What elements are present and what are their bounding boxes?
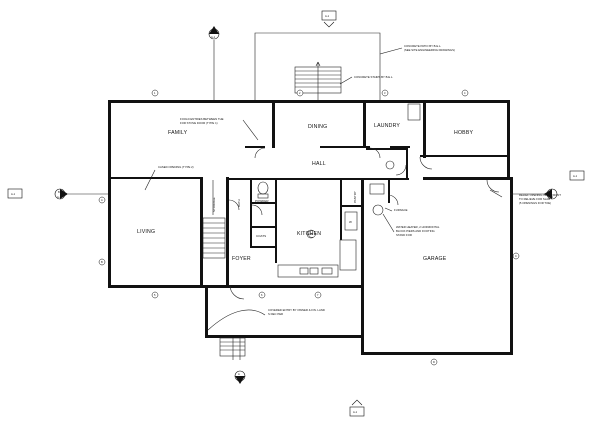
svg-text:B: B [550,190,552,194]
note-furnace: FURNACE [394,208,408,212]
svg-text:6: 6 [261,293,263,297]
section-marker-right: B A-1 [544,188,558,200]
room-family: FAMILY [168,130,188,136]
room-living: LIVING [137,229,155,235]
svg-text:A-1: A-1 [353,410,358,414]
svg-text:B: B [101,260,103,264]
room-foyer: FOYER [232,256,251,262]
svg-text:A-1: A-1 [237,377,242,381]
note-family-2: FOR STOVE DOOR (TYPE 1) [180,121,218,125]
note-entry-1: COVERED ENTRY BY OWNER & FIN. LAND [268,308,325,312]
svg-text:B: B [58,190,60,194]
note-water-3: STAND FOR [396,233,412,237]
section-marker-top-left: A A-1 [208,26,220,40]
svg-text:C: C [515,254,517,258]
elevation-tag-right: A-1 [569,170,585,181]
kitchen-island-tag [308,230,316,238]
svg-text:A: A [101,198,103,202]
svg-text:A-1: A-1 [549,195,554,199]
svg-text:5: 5 [154,293,156,297]
room-coats: COATS [256,234,266,238]
svg-text:4: 4 [464,91,466,95]
kitchen-tag-text: AA [309,232,313,236]
room-dining: DINING [308,124,327,130]
room-hobby: HOBBY [454,130,474,136]
note-garage-1: RELIEF OPENING IN TO FRONT [519,193,561,197]
note-cased-opening: CASED OPENING (TYPE 2) [158,165,194,169]
room-bath: BATH [237,199,241,207]
room-garage: GARAGE [423,256,447,262]
svg-text:A-1: A-1 [11,192,16,196]
elevation-tag-left: A-1 [7,188,23,199]
svg-text:3: 3 [384,91,386,95]
note-entry-2: S DEC PER [268,312,283,316]
room-laundry: LAUNDRY [374,123,400,129]
svg-text:A: A [238,372,240,376]
svg-text:2: 2 [299,91,301,95]
section-marker-left: B A-1 [54,188,68,200]
rear-patio [254,32,381,100]
note-patio-1: CONCRETE PATIO BY B.E.L. [404,44,442,48]
note-water-2: BLOCK PIERS AND FOOTING [396,229,435,233]
interior-walls [111,103,510,285]
room-kitchen: KITCHEN [297,231,321,237]
door-swings [228,147,500,300]
elevation-tag-bottom: A-1 [349,399,365,417]
leader-lines [68,40,550,360]
section-marker-bottom: A A-1 [234,370,246,384]
svg-text:D: D [433,360,435,364]
note-family-1: FOOLD ENTRIES BETWEEN THE [180,117,224,121]
svg-text:A-1: A-1 [57,195,62,199]
svg-text:7: 7 [317,293,319,297]
room-storage: STORAGE [212,197,216,212]
note-patio-2: (SEE SITE ENGINEERING DRAWINGS) [404,48,455,52]
svg-text:A-1: A-1 [211,35,216,39]
elevation-tag-top: A-1 [321,10,337,28]
room-pantry: PANTRY [353,191,357,203]
svg-text:1: 1 [154,91,156,95]
room-hall: HALL [312,161,326,167]
room-powder: POWDER [255,199,269,203]
svg-text:A-1: A-1 [573,174,578,178]
exterior-walls [108,100,513,355]
grid-tags: 1 2 3 4 5 6 7 A B C D [98,89,520,366]
svg-text:A: A [212,30,214,34]
kitchen-counters [277,211,358,278]
entry-steps [219,337,246,360]
note-garage-2: TO RELIEVE FOR SLAB [519,197,550,201]
svg-text:A-1: A-1 [325,14,330,18]
bath-fixtures [257,103,421,199]
furnace [369,183,385,216]
note-water-1: WATER HEATER, 2 HORIZONTAL [396,225,440,229]
note-garage-3: (5 OPENINGS FOR TOE) [519,201,551,205]
pantry-w-label: W [349,220,352,224]
stairs [202,180,226,259]
note-steps: CONCRETE STAIRS BY B.E.L. [354,75,393,79]
